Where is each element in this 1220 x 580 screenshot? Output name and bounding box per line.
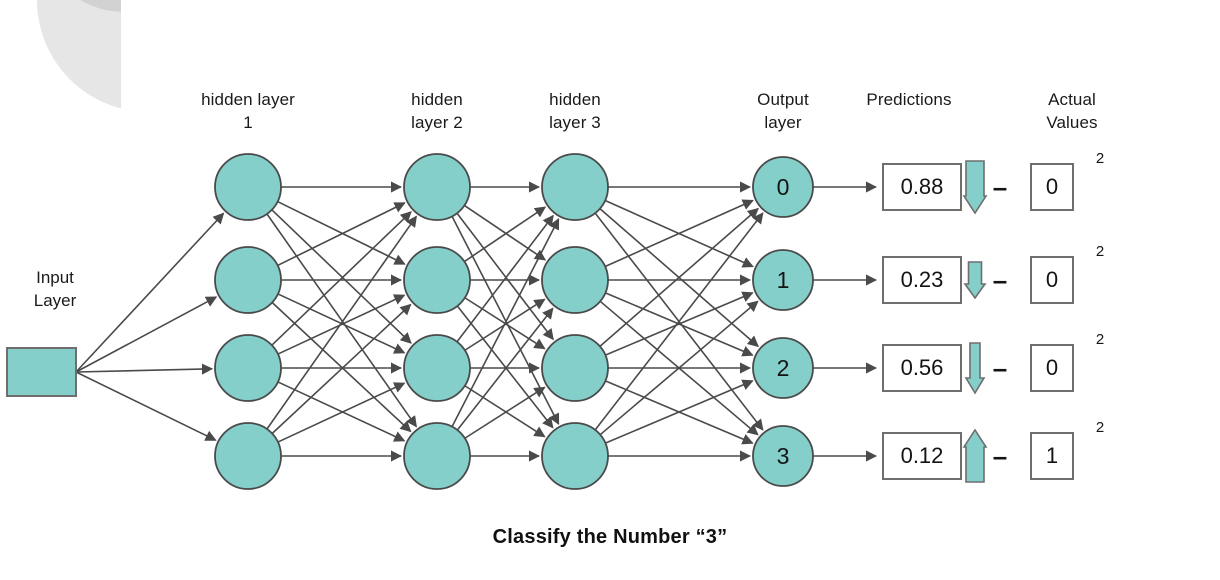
actual-value-box-row-3: 0 xyxy=(1030,344,1074,392)
output-node-0 xyxy=(752,156,814,218)
delta-arrow-up-row-4 xyxy=(962,428,988,483)
prediction-box-row-4: 0.12 xyxy=(882,432,962,480)
hidden-node-l3-3 xyxy=(541,334,609,402)
prediction-box-row-1: 0.88 xyxy=(882,163,962,211)
output-node-2 xyxy=(752,337,814,399)
edge-l1-1-0 xyxy=(463,206,547,263)
delta-arrow-down-row-1 xyxy=(962,160,988,215)
hidden-node-l1-4 xyxy=(214,422,282,490)
squared-exponent-row-1: 2 xyxy=(1095,150,1105,167)
squared-exponent-row-4: 2 xyxy=(1095,419,1105,436)
actual-value-box-row-4: 1 xyxy=(1030,432,1074,480)
prediction-box-row-3: 0.56 xyxy=(882,344,962,392)
input-layer-label: Input Layer xyxy=(33,268,77,310)
edge-l0-1-3 xyxy=(271,301,412,433)
edge-l0-0-1 xyxy=(277,200,406,265)
hidden-node-l3-2 xyxy=(541,246,609,314)
edge-l0-3-0 xyxy=(266,215,417,430)
hidden-node-l3-1 xyxy=(541,153,609,221)
edge-input-to-h1-1 xyxy=(75,296,218,373)
output-node-3 xyxy=(752,425,814,487)
hidden-node-l1-2 xyxy=(214,246,282,314)
delta-arrow-down-row-3 xyxy=(964,342,986,395)
layer-title-2: hidden layer 2 xyxy=(411,90,463,132)
actual-value-box-row-2: 0 xyxy=(1030,256,1074,304)
output-node-1 xyxy=(752,249,814,311)
edge-l0-1-0 xyxy=(277,202,406,267)
prediction-box-row-2: 0.23 xyxy=(882,256,962,304)
actual-values-column-title: Actual Values xyxy=(1046,90,1098,132)
edge-input-to-h1-2 xyxy=(75,363,214,375)
edge-l1-1-3 xyxy=(456,305,554,429)
edge-l1-0-2 xyxy=(456,212,554,341)
edge-input-to-h1-3 xyxy=(75,371,217,441)
delta-arrow-layer xyxy=(962,160,988,483)
node-layer: 0 1 2 3 xyxy=(6,153,814,490)
hidden-node-l1-1 xyxy=(214,153,282,221)
edge-l2-1-0 xyxy=(604,199,754,268)
input-layer-rect xyxy=(6,347,77,397)
edge-l2-2-1 xyxy=(605,291,754,356)
edge-l0-0-3 xyxy=(266,213,417,428)
actual-value-box-row-1: 0 xyxy=(1030,163,1074,211)
edge-layer xyxy=(75,181,878,462)
output-node-label-0: 0 xyxy=(777,174,790,200)
edge-l1-3-2 xyxy=(464,386,546,439)
hidden-node-l2-2 xyxy=(403,246,471,314)
predictions-column-title: Predictions xyxy=(866,90,952,109)
edge-l1-2-3 xyxy=(464,385,546,438)
output-node-label-3: 3 xyxy=(777,443,790,469)
edge-l0-2-0 xyxy=(271,211,412,346)
hidden-node-l2-4 xyxy=(403,422,471,490)
minus-sign-row-1: – xyxy=(992,172,1008,202)
minus-sign-row-3: – xyxy=(992,353,1008,383)
edge-l1-3-1 xyxy=(456,307,554,431)
hidden-node-l1-3 xyxy=(214,334,282,402)
layer-title-4: Output layer xyxy=(757,90,809,132)
edge-l2-2-0 xyxy=(599,207,759,347)
edge-l1-3-0 xyxy=(451,218,560,428)
edge-l2-3-0 xyxy=(594,212,764,431)
minus-sign-row-4: – xyxy=(992,441,1008,471)
edge-l0-0-2 xyxy=(271,209,412,344)
edge-l2-3-2 xyxy=(605,379,754,444)
squared-exponent-row-3: 2 xyxy=(1095,331,1105,348)
edge-l1-2-0 xyxy=(456,214,554,343)
hidden-node-l2-1 xyxy=(403,153,471,221)
squared-exponent-row-2: 2 xyxy=(1095,243,1105,260)
edge-input-to-h1-0 xyxy=(75,212,225,373)
output-node-label-1: 1 xyxy=(777,267,790,293)
edge-l2-3-1 xyxy=(599,300,759,436)
edge-l0-2-3 xyxy=(277,381,406,442)
edge-l0-3-2 xyxy=(277,382,406,443)
diagram-caption: Classify the Number “3” xyxy=(492,526,728,548)
edge-l0-3-1 xyxy=(271,303,412,435)
minus-sign-row-2: – xyxy=(992,265,1008,295)
hidden-node-l2-3 xyxy=(403,334,471,402)
edge-l1-0-1 xyxy=(463,204,547,261)
layer-title-3: hidden layer 3 xyxy=(549,90,601,132)
layer-title-1: hidden layer 1 xyxy=(201,90,295,132)
hidden-node-l3-4 xyxy=(541,422,609,490)
output-node-label-2: 2 xyxy=(777,355,790,381)
delta-arrow-down-row-2 xyxy=(963,261,987,300)
